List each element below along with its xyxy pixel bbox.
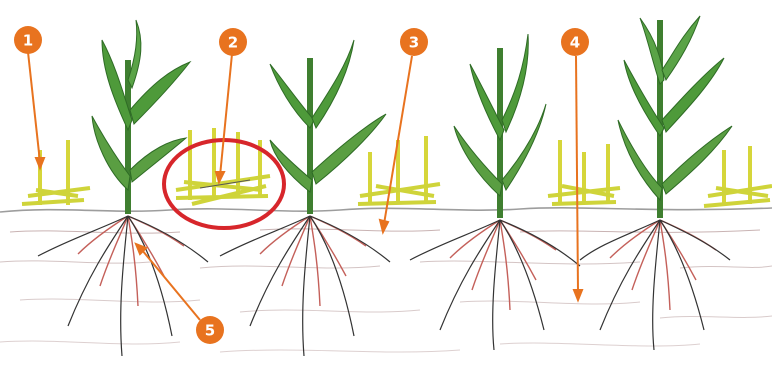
callout-number-2: 2: [228, 34, 238, 52]
callout-marker-1: 1: [14, 26, 42, 54]
callout-number-5: 5: [205, 322, 215, 340]
callout-marker-5: 5: [196, 316, 224, 344]
callout-number-3: 3: [409, 34, 419, 52]
callout-marker-3: 3: [400, 28, 428, 56]
callout-number-1: 1: [23, 32, 33, 50]
callout-number-4: 4: [570, 34, 580, 52]
callout-marker-2: 2: [219, 28, 247, 56]
callout-marker-4: 4: [561, 28, 589, 56]
